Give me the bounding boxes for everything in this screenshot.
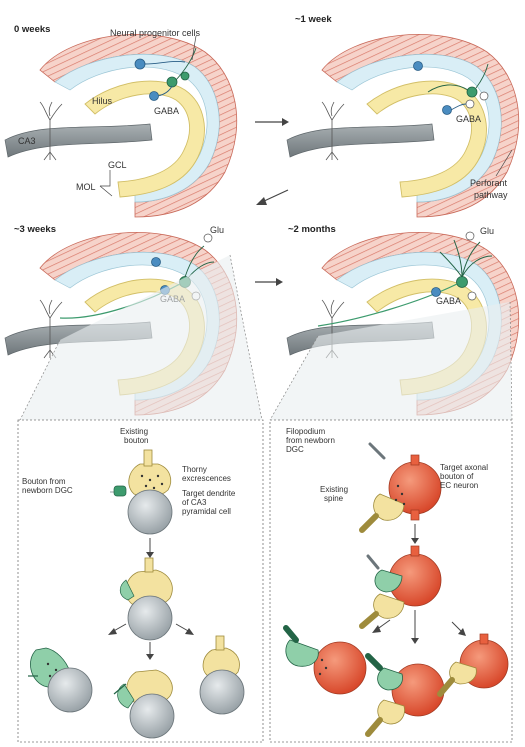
- bouton-newborn-label-2: newborn DGC: [22, 486, 73, 495]
- target-axonal-label-1: Target axonal: [440, 463, 488, 472]
- neural-progenitor-label: Neural progenitor cells: [110, 28, 201, 38]
- ca3-label: CA3: [18, 136, 36, 146]
- gcl-label: GCL: [108, 160, 127, 170]
- hilus-label: Hilus: [92, 96, 113, 106]
- perforant-label-2: pathway: [474, 190, 508, 200]
- existing-spine-label-2: spine: [324, 494, 344, 503]
- filopodium-label-3: DGC: [286, 445, 304, 454]
- zoom-cone-right: [270, 302, 512, 420]
- target-axonal-label-3: EC neuron: [440, 481, 478, 490]
- arrow-1w-to-3w: [256, 190, 288, 205]
- target-dendrite-label-2: of CA3: [182, 498, 207, 507]
- gaba-label-1w: GABA: [456, 114, 481, 124]
- glu-label-2m: Glu: [480, 226, 494, 236]
- glu-label-3w: Glu: [210, 225, 224, 235]
- detail-panel-ec-synapse: Filopodium from newborn DGC Target axona…: [270, 420, 512, 742]
- filopodium-label-2: from newborn: [286, 436, 335, 445]
- mol-label: MOL: [76, 182, 96, 192]
- existing-bouton-label-1: Existing: [120, 427, 148, 436]
- thorny-label-2: excrescences: [182, 474, 231, 483]
- panel-0-weeks: Neural progenitor cells Hilus GABA CA3 G…: [5, 28, 237, 217]
- panel-1-week: GABA Perforant pathway: [287, 34, 519, 217]
- target-dendrite-label-3: pyramidal cell: [182, 507, 231, 516]
- bouton-newborn-label-1: Bouton from: [22, 477, 66, 486]
- stage-label-1-week: ~1 week: [295, 14, 332, 25]
- gaba-label-2m: GABA: [436, 296, 461, 306]
- perforant-label-1: Perforant: [470, 178, 508, 188]
- existing-spine-label-1: Existing: [320, 485, 348, 494]
- stage-label-3-weeks: ~3 weeks: [14, 224, 56, 235]
- stage-label-0-weeks: 0 weeks: [14, 24, 50, 35]
- stage-label-2-months: ~2 months: [288, 224, 336, 235]
- arrow-0w-to-1w: [255, 118, 289, 126]
- target-axonal-label-2: bouton of: [440, 472, 474, 481]
- thorny-label-1: Thorny: [182, 465, 207, 474]
- filopodium-label-1: Filopodium: [286, 427, 325, 436]
- detail-panel-mossy-fiber: Existing bouton Bouton from newborn DGC …: [18, 420, 263, 742]
- target-dendrite-label-1: Target dendrite: [182, 489, 236, 498]
- gaba-label-0w: GABA: [154, 106, 179, 116]
- arrow-3w-to-2m: [255, 278, 283, 286]
- existing-bouton-label-2: bouton: [124, 436, 148, 445]
